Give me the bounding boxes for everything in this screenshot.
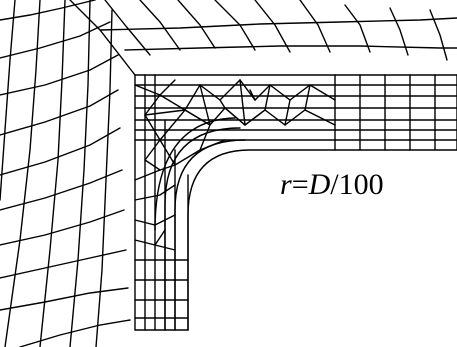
outer-mesh-left	[0, 0, 131, 347]
triangular-mesh	[134, 78, 336, 251]
ratio-text: /100	[330, 168, 384, 201]
diameter-symbol: D	[308, 168, 331, 201]
boundary-layer-top	[134, 74, 457, 331]
outer-mesh-top	[69, 0, 457, 76]
radius-symbol: r	[280, 168, 292, 201]
radius-label: r=D/100	[280, 168, 384, 202]
equals-sign: =	[291, 168, 309, 201]
fillet-corner	[154, 117, 457, 331]
